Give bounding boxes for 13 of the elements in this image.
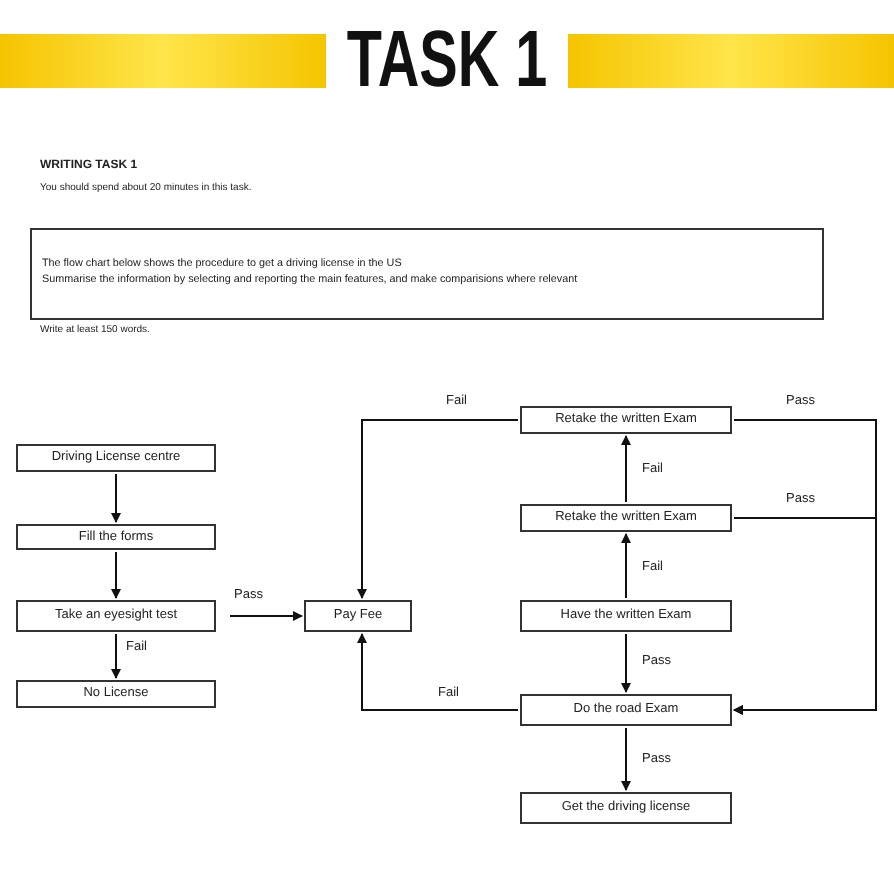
prompt-box xyxy=(30,228,824,320)
arrow xyxy=(357,419,519,599)
arrow xyxy=(621,727,631,791)
arrow xyxy=(111,633,121,679)
arrow xyxy=(733,517,877,715)
arrow xyxy=(229,611,303,621)
arrow xyxy=(621,633,631,693)
title: TASK 1 xyxy=(345,18,549,102)
arrow xyxy=(111,473,121,523)
arrow xyxy=(621,533,631,599)
arrow xyxy=(621,435,631,503)
arrow xyxy=(357,633,519,711)
arrow xyxy=(111,551,121,599)
